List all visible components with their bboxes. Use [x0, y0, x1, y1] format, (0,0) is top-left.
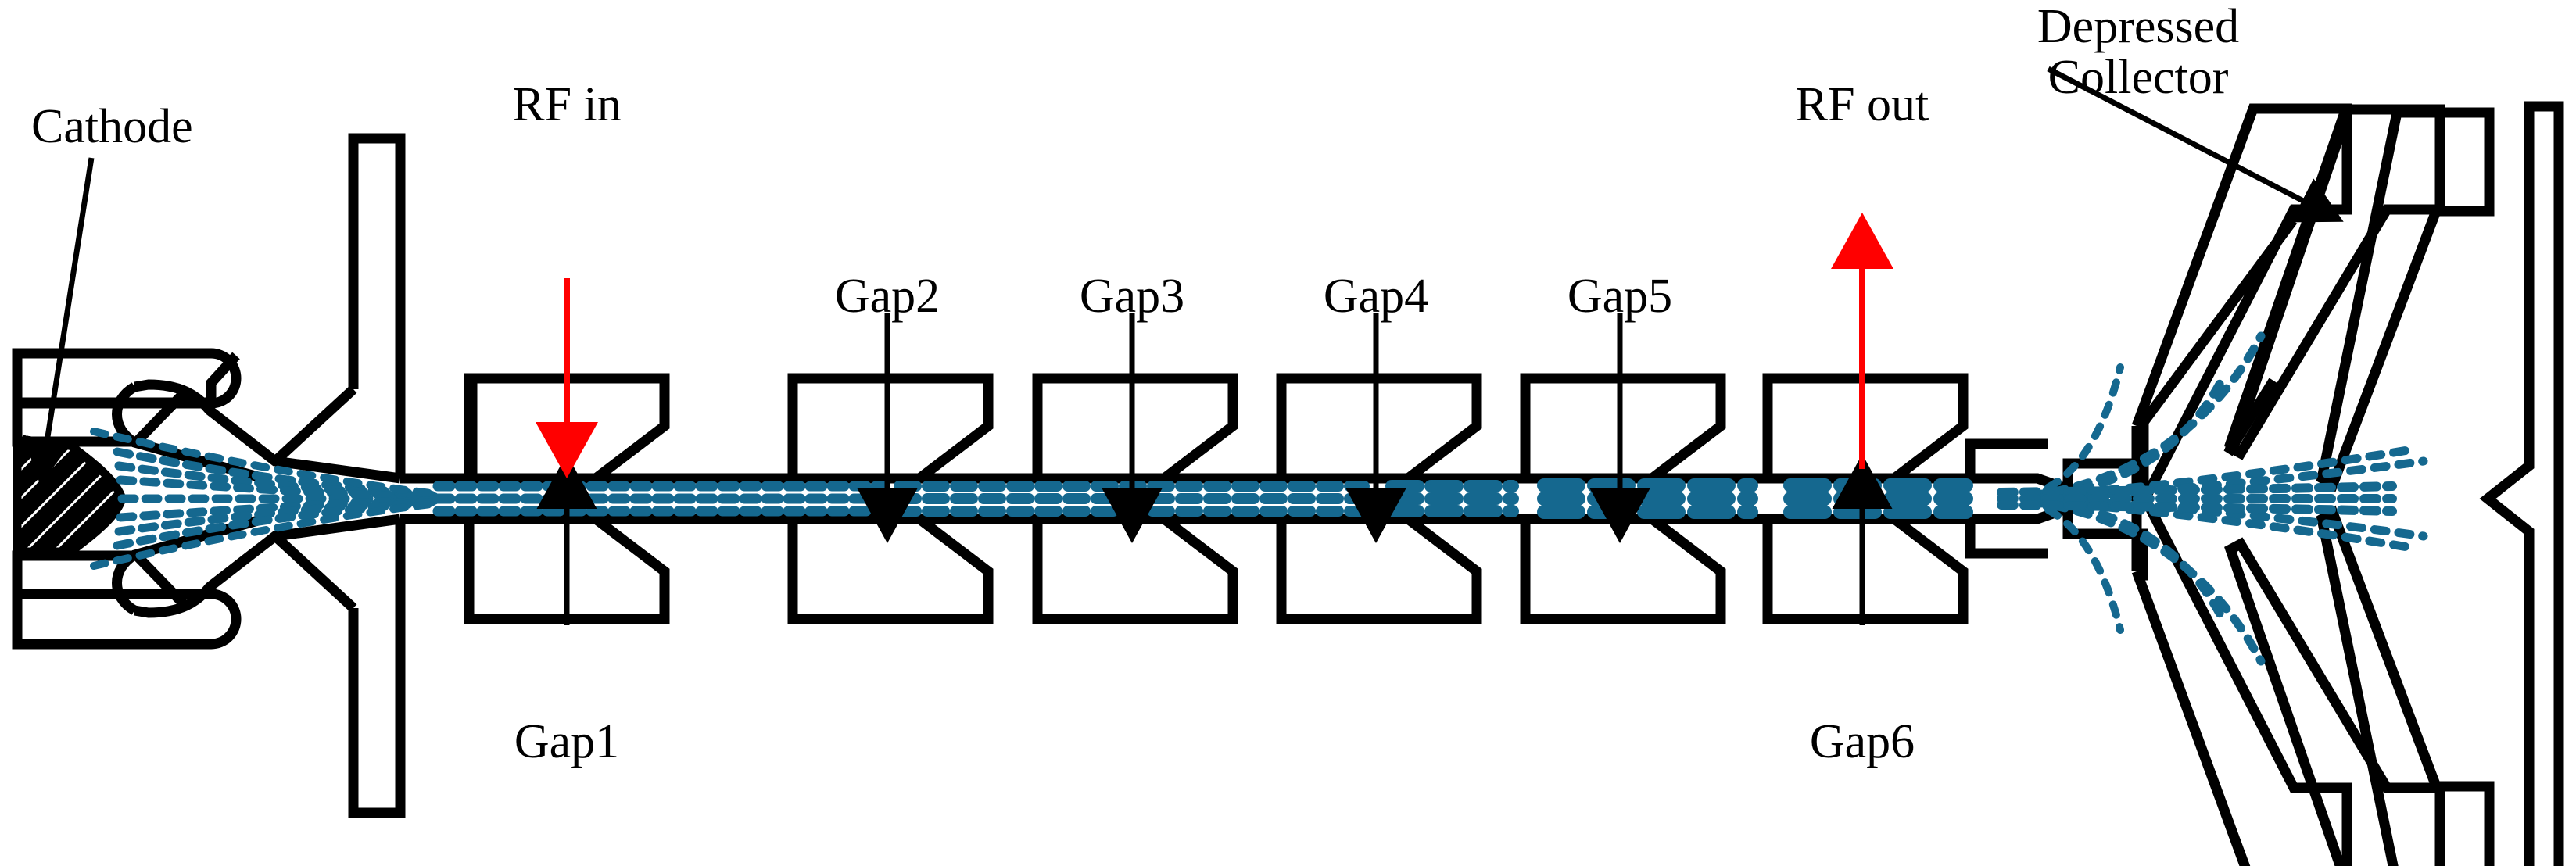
cavity-1	[464, 373, 670, 624]
focus-electrode-upper-outer	[112, 382, 260, 482]
heater-bracket-lower-body	[12, 589, 242, 650]
label-rf-in: RF in	[512, 78, 622, 131]
beam-drift-bunched	[1537, 478, 1758, 519]
beam-drift-bunched-2	[1783, 478, 1973, 519]
label-gap5: Gap5	[1567, 270, 1672, 323]
collector-end-plate	[2479, 101, 2564, 866]
collector-plate-1l-body	[2131, 498, 2352, 866]
beam-gun-rays-outer	[90, 428, 442, 570]
anode-support-lower	[348, 608, 406, 818]
end-plate-outline	[2479, 101, 2564, 866]
snout-lower-flange	[1965, 519, 2048, 559]
heater-lead-upper	[12, 387, 190, 447]
gap-arrows	[536, 313, 1893, 625]
cathode-leader	[23, 157, 95, 485]
label-gap2: Gap2	[835, 270, 940, 323]
collector-stage-1-upper	[2062, 103, 2352, 500]
beam-gun-rays	[113, 447, 442, 550]
label-rf-out: RF out	[1796, 78, 1929, 131]
anode-support-upper	[348, 133, 406, 389]
beam-collector-core	[1997, 481, 2397, 516]
label-gap6: Gap6	[1810, 715, 1915, 768]
callout-leaders	[23, 66, 2344, 485]
collector-plate-1u-body	[2131, 103, 2352, 499]
heater-lead-lower	[12, 550, 190, 610]
labels: Cathode RF in RF out Depressed Collector…	[31, 0, 2239, 768]
anode-support-lower-foot	[271, 532, 357, 612]
cathode-emitter	[13, 441, 127, 556]
label-gap4: Gap4	[1324, 270, 1428, 323]
collector-leader	[2047, 66, 2344, 223]
beam-collector-fan-inner	[2022, 363, 2124, 634]
focus-electrode-lower	[133, 514, 401, 618]
label-depressed-collector-line1: Depressed	[2037, 0, 2239, 53]
beam-drift-bunching-2	[1385, 480, 1519, 517]
label-gap1: Gap1	[514, 715, 619, 768]
label-gap3: Gap3	[1080, 270, 1184, 323]
electron-beam	[90, 331, 2428, 666]
focus-electrode-upper	[133, 379, 401, 484]
anode-support-upper-foot	[271, 385, 357, 465]
focus-electrode-lower-outer	[112, 515, 260, 615]
cavity-body-lower-outline	[464, 514, 670, 624]
label-cathode: Cathode	[31, 100, 193, 153]
rf-arrows	[536, 213, 1893, 478]
snout-upper-flange	[1965, 438, 2048, 478]
cavity-upper-outline	[464, 373, 670, 483]
beam-drift-unbunched	[432, 481, 889, 517]
heater-bracket-upper-body	[12, 348, 242, 409]
label-depressed-collector-line2: Collector	[2048, 51, 2229, 104]
collector-stage-1-lower	[2062, 497, 2352, 866]
